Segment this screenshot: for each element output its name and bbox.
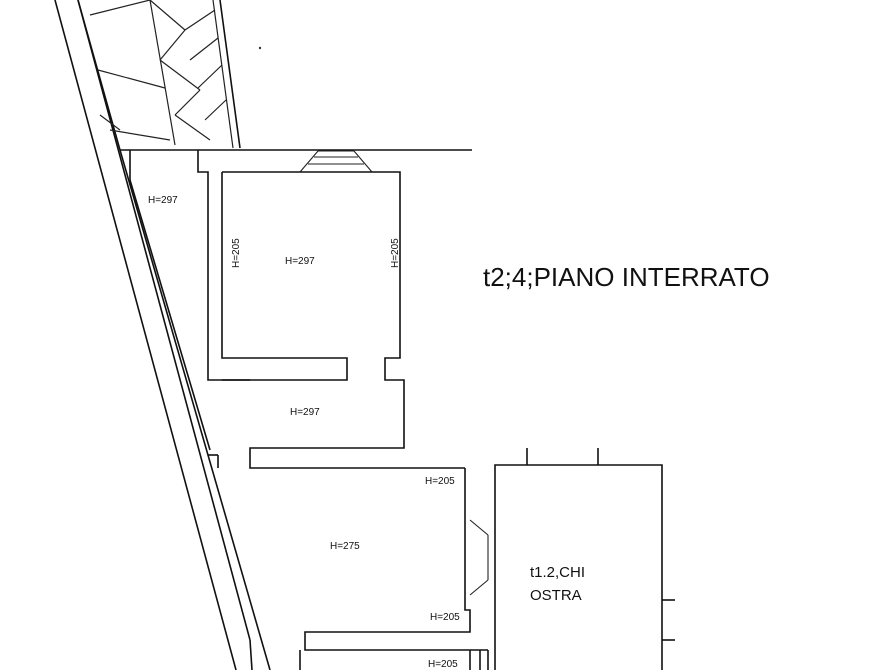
height-label-lower-room: H=275 <box>330 541 360 552</box>
top-wall <box>120 149 472 180</box>
height-label-upper-room: H=297 <box>285 256 315 267</box>
upper-room-walls <box>197 150 465 469</box>
height-label-middle-area: H=297 <box>290 407 320 418</box>
stray-dot <box>258 46 262 50</box>
height-label-upper-room-right-wall: H=205 <box>390 238 401 268</box>
height-label-lower-room-bottom-right: H=205 <box>430 612 460 623</box>
annex-label-line2: OSTRA <box>530 587 582 604</box>
height-label-bottom-right: H=205 <box>428 659 458 670</box>
height-label-lower-room-top-right: H=205 <box>425 476 455 487</box>
annex-label-line1: t1.2,CHI <box>530 564 585 581</box>
outer-slanted-wall <box>54 0 271 670</box>
lower-room-walls <box>299 468 489 670</box>
staircase-hatching <box>77 0 241 151</box>
height-label-upper-room-left-wall: H=205 <box>231 238 242 268</box>
plan-title: t2;4;PIANO INTERRATO <box>483 262 770 292</box>
annex-walls <box>494 448 675 670</box>
height-label-corridor: H=297 <box>148 195 178 206</box>
top-window <box>299 150 373 173</box>
